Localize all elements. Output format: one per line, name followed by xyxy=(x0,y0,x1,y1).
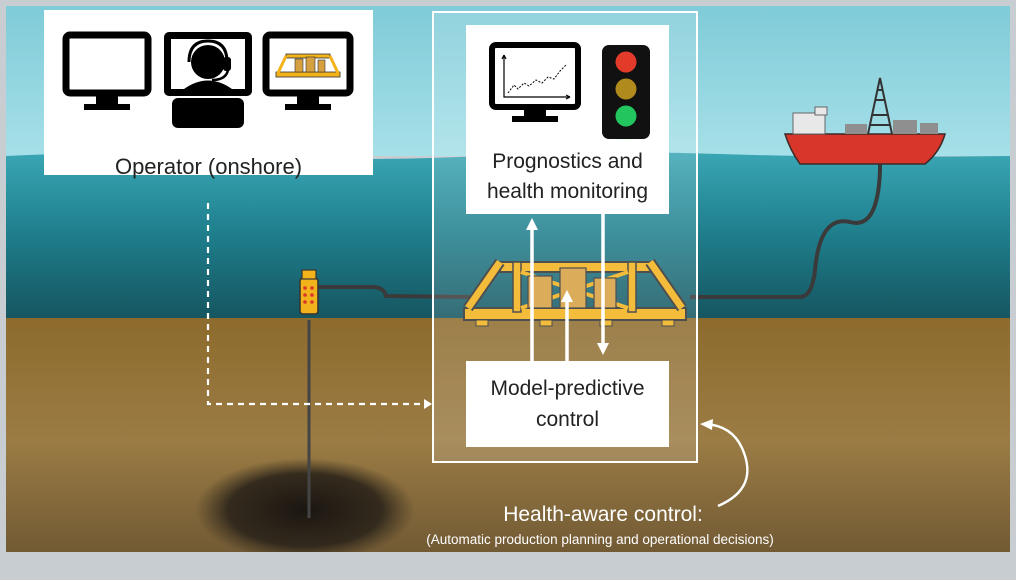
operator-label: Operator (onshore) xyxy=(114,154,303,179)
health-monitoring-box: Prognostics and health monitoring xyxy=(466,25,669,214)
sea-area xyxy=(6,152,1010,330)
monitor-icon xyxy=(62,31,152,110)
health-aware-title: Health-aware control: xyxy=(503,503,703,526)
health-monitoring-label-line2: health monitoring xyxy=(486,180,649,203)
health-aware-pointer xyxy=(705,422,749,508)
subsea-template-icon xyxy=(463,258,687,327)
traffic-light-icon xyxy=(600,45,652,142)
operator-connection-line xyxy=(206,203,424,406)
fpso-ship-icon xyxy=(783,77,946,165)
reservoir-blob xyxy=(195,458,415,562)
health-monitoring-label-line1: Prognostics and xyxy=(492,150,643,173)
health-monitoring-label: Prognostics and health monitoring xyxy=(466,147,669,207)
health-aware-pointer-head xyxy=(700,419,713,430)
flowline-well xyxy=(312,285,471,299)
health-aware-subtitle: (Automatic production planning and opera… xyxy=(426,532,774,547)
mpc-box: Model-predictive control xyxy=(466,361,669,447)
wellhead-control-icon xyxy=(299,269,319,518)
mpc-label-line1: Model-predictive xyxy=(490,377,645,400)
feedback-arrows xyxy=(526,214,609,361)
operator-connection-arrowhead xyxy=(424,399,432,409)
mpc-label-line2: control xyxy=(535,408,599,431)
flowline-riser xyxy=(690,160,882,299)
operator-box: Operator (onshore) xyxy=(44,10,373,179)
operator-headset-icon xyxy=(164,32,252,128)
chart-monitor-icon xyxy=(489,42,581,122)
subsea-template-monitor-icon xyxy=(262,31,354,110)
mpc-label: Model-predictive control xyxy=(490,373,644,435)
